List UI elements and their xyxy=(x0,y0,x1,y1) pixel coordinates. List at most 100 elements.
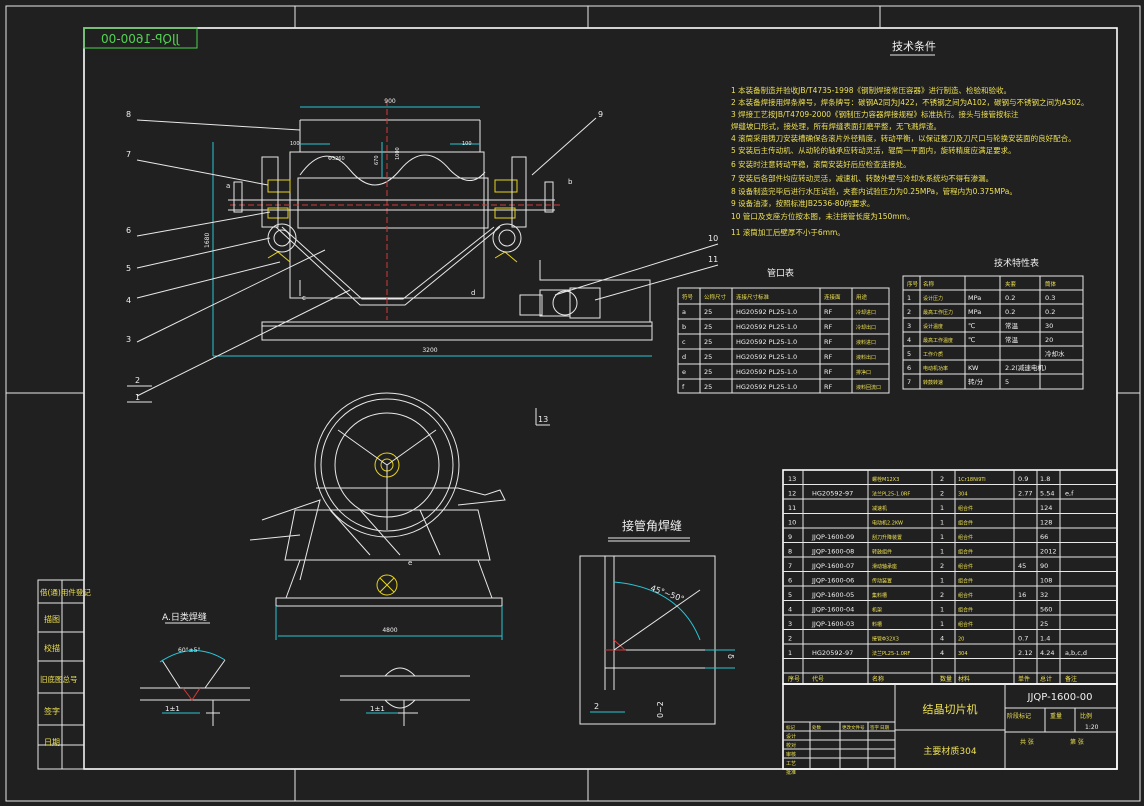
spec-header-cell: 名称 xyxy=(923,280,935,288)
tech-note-2: 2 本装备焊接用焊条牌号，焊条牌号：碳钢A2同为J422，不锈钢之间为A102，… xyxy=(731,97,1088,107)
parts-cell: 10 xyxy=(788,519,796,527)
parts-header-cell: 数量 xyxy=(940,675,952,683)
title-row-label: 工艺 xyxy=(786,761,796,767)
spec-cell: 3 xyxy=(907,322,911,330)
parts-header-cell: 代号 xyxy=(812,675,824,683)
dim-3200: 3200 xyxy=(422,347,437,354)
title-col-head: 处数 xyxy=(812,724,821,731)
parts-cell: 32 xyxy=(1040,591,1048,599)
parts-cell: HG20592-97 xyxy=(812,490,853,498)
callout-2: 2 xyxy=(135,376,140,385)
left-strip-2: 描图 xyxy=(44,614,60,624)
nozzle-header-cell: 公称尺寸 xyxy=(704,293,727,301)
parts-cell: 减速机 xyxy=(872,505,887,512)
parts-cell: 304 xyxy=(958,651,968,657)
spec-cell: 工作介质 xyxy=(923,351,943,358)
detail-a-dim: 1±1 xyxy=(165,705,180,713)
tech-note-9: 9 设备油漆，按照标准JB2536-80的要求。 xyxy=(731,198,874,208)
nozzle-b: b xyxy=(568,178,573,186)
weld-dim-2: 2 xyxy=(594,702,599,711)
nozzle-cell: HG20592 PL25-1.0 xyxy=(736,353,797,361)
parts-cell: 5 xyxy=(788,591,792,599)
callouts xyxy=(127,117,719,403)
spec-cell: 7 xyxy=(907,378,911,386)
tech-note-5: 5 安装后主传动机、从动轮的轴承应转动灵活，辊筒一平面内，旋转精度应满足要求。 xyxy=(731,145,1016,155)
parts-cell: 0.9 xyxy=(1018,475,1028,483)
parts-cell: 机架 xyxy=(872,607,882,614)
callout-3: 3 xyxy=(126,335,131,344)
callout-5: 5 xyxy=(126,264,131,273)
dim-100b: 100 xyxy=(462,141,472,147)
parts-cell: 4 xyxy=(940,635,944,643)
parts-cell: 560 xyxy=(1040,606,1052,614)
spec-header-cell: 夹套 xyxy=(1005,280,1017,288)
title-col-head: 更改文件号 xyxy=(842,724,865,731)
nozzle-cell: 25 xyxy=(704,353,712,361)
nozzle-cell: 液料进口 xyxy=(856,339,876,346)
nozzle-cell: HG20592 PL25-1.0 xyxy=(736,368,797,376)
tech-note-11: 11 滚筒加工后壁厚不小于6mm。 xyxy=(731,227,845,237)
parts-cell: 转鼓组件 xyxy=(872,549,892,556)
callout-4: 4 xyxy=(126,296,131,305)
parts-cell: 25 xyxy=(1040,620,1048,628)
tech-notes: 技术条件 1 本装备制造并验收JB/T4735-1998《钢制焊接常压容器》进行… xyxy=(731,39,1088,237)
left-strip-4: 旧底图总号 xyxy=(40,674,78,684)
spec-cell: 设计温度 xyxy=(923,323,943,330)
spec-cell: KW xyxy=(968,364,979,372)
parts-header-cell: 名称 xyxy=(872,675,884,683)
callout-6: 6 xyxy=(126,226,131,235)
parts-cell: e,f xyxy=(1065,490,1074,498)
title-row-label: 设计 xyxy=(786,733,796,740)
spec-cell: 5 xyxy=(1005,378,1009,386)
parts-cell: 1 xyxy=(940,533,944,541)
spec-cell: 转鼓转速 xyxy=(923,379,943,386)
parts-cell: 4 xyxy=(788,606,792,614)
drawing-name: 结晶切片机 xyxy=(923,702,978,716)
parts-cell: 2.77 xyxy=(1018,490,1032,498)
nozzle-table-title: 管口表 xyxy=(767,267,794,279)
tech-note-8: 8 设备制造完毕后进行水压试验，夹套内试验压力为0.25MPa，管程内为0.37… xyxy=(731,186,1017,196)
dim-4800: 4800 xyxy=(382,627,397,634)
nozzle-header-cell: 连接尺寸标准 xyxy=(736,293,770,301)
parts-cell: 2 xyxy=(940,490,944,498)
parts-cell: 组合件 xyxy=(958,563,973,570)
dim-1000: 1000 xyxy=(395,147,401,160)
weld-dim-delta: δ xyxy=(726,654,735,659)
parts-cell: JJQP-1600-06 xyxy=(811,577,854,585)
parts-cell: 2.12 xyxy=(1018,649,1032,657)
parts-cell: 2 xyxy=(940,591,944,599)
nozzle-cell: RF xyxy=(824,308,833,316)
spec-cell: 常温 xyxy=(1005,321,1019,330)
parts-cell: 组合件 xyxy=(958,621,973,628)
parts-cell: 1 xyxy=(940,548,944,556)
spec-header-cell: 筒体 xyxy=(1045,280,1057,288)
nozzle-a: a xyxy=(226,182,230,190)
parts-cell: 组合件 xyxy=(958,578,973,585)
parts-cell: 6 xyxy=(788,577,792,585)
title-col-head: 签字 xyxy=(870,724,879,731)
parts-cell: 13 xyxy=(788,475,796,483)
parts-cell: 滑动轴承座 xyxy=(872,563,897,570)
nozzle-cell: RF xyxy=(824,338,833,346)
parts-cell: 8 xyxy=(788,548,792,556)
total-sheets: 共 张 xyxy=(1020,738,1034,746)
parts-header-cell: 单件 xyxy=(1018,675,1030,683)
spec-cell: 设计压力 xyxy=(923,295,943,302)
parts-cell: 接管Φ32X3 xyxy=(872,636,899,643)
code-box-text: JJQP-1600-00 xyxy=(101,32,180,46)
nozzle-cell: 25 xyxy=(704,308,712,316)
side-view: 4800 e 13 xyxy=(249,392,550,640)
spec-cell: ℃ xyxy=(968,336,975,344)
parts-cell: 1.4 xyxy=(1040,635,1050,643)
parts-cell: 法兰PL25-1.0RF xyxy=(872,491,910,498)
parts-cell: 2 xyxy=(940,475,944,483)
detail-a-angle: 60°±5° xyxy=(178,647,200,654)
sheet-inner-border xyxy=(83,27,1118,770)
parts-cell: a,b,c,d xyxy=(1065,649,1087,657)
parts-header-cell: 材料 xyxy=(958,675,970,683)
drawing-number: JJQP-1600-00 xyxy=(1027,692,1093,703)
nozzle-e: e xyxy=(408,559,412,567)
nozzle-cell: 排净口 xyxy=(856,369,871,376)
front-view: 900 3200 1680 100 100 670 Φ3260 1000 a b… xyxy=(204,98,653,357)
